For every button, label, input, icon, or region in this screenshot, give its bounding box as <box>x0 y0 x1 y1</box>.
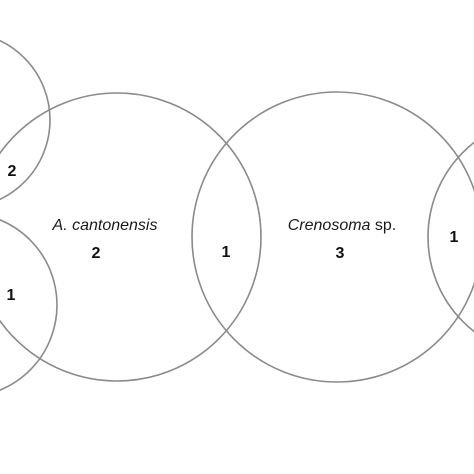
label-crenosoma: Crenosoma sp. <box>288 217 397 234</box>
count-right-only: 1 <box>450 229 459 246</box>
label-crenosoma-suffix: sp. <box>370 217 396 234</box>
count-left-bottom-only: 1 <box>7 287 16 304</box>
count-left-top-only: 2 <box>8 163 17 180</box>
circle-crenosoma <box>191 91 474 383</box>
label-a-cantonensis: A. cantonensis <box>52 217 158 234</box>
circle-left-top <box>0 39 51 201</box>
label-a-cantonensis-italic: A. cantonensis <box>52 217 158 234</box>
count-a-cantonensis-only: 2 <box>92 245 101 262</box>
circle-right <box>427 141 474 333</box>
circle-a-cantonensis <box>0 92 262 382</box>
count-a-cantonensis-crenosoma-overlap: 1 <box>222 244 231 261</box>
circle-left-bottom <box>0 219 58 391</box>
count-crenosoma-only: 3 <box>336 245 345 262</box>
label-crenosoma-italic: Crenosoma <box>288 217 371 234</box>
